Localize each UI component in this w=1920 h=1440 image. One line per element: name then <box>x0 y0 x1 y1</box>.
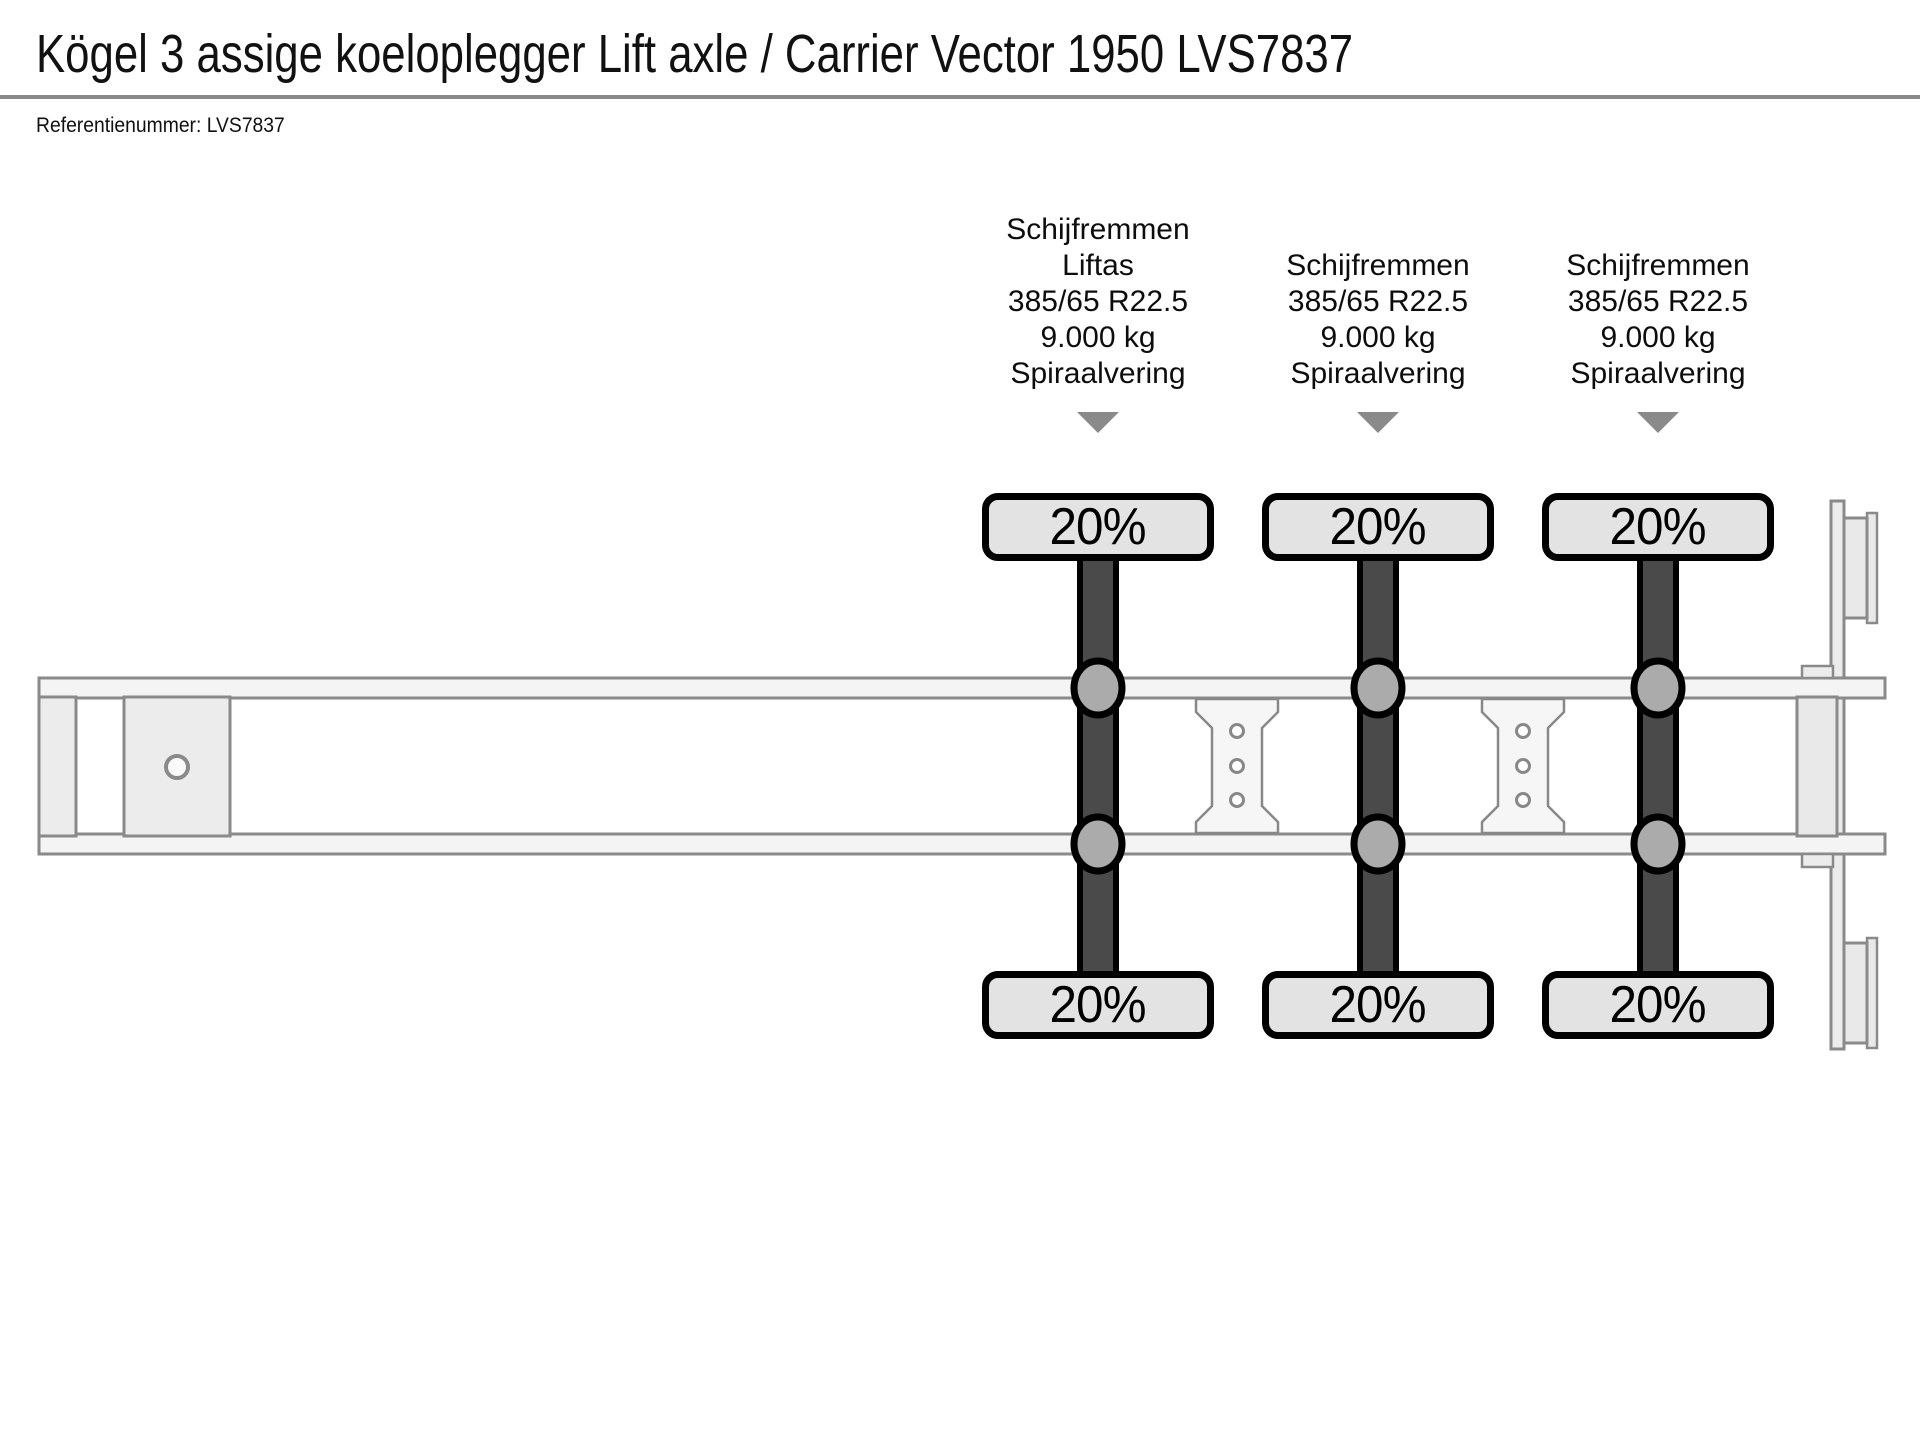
axle-3-spec-label: Schijfremmen 385/65 R22.5 9.000 kg Spira… <box>1498 248 1818 392</box>
axle-3-shaft <box>1637 553 1679 979</box>
gusset-hole <box>1515 792 1531 808</box>
spec-line: Schijfremmen <box>1286 249 1470 282</box>
axle-shafts <box>1077 553 1679 979</box>
load-value: 20% <box>1609 976 1707 1034</box>
front-end-cap <box>37 695 78 838</box>
top-rail <box>37 676 1887 700</box>
wheel-hub <box>1070 657 1126 719</box>
spec-line: Spiraalvering <box>1570 357 1746 390</box>
axle-2-load-badge-bottom: 20% <box>1262 971 1494 1039</box>
spec-line: Schijfremmen <box>1006 213 1190 246</box>
wheel-hub <box>1630 657 1686 719</box>
wheel-hub <box>1630 813 1686 875</box>
axle-1-load-badge-top: 20% <box>982 493 1214 561</box>
spec-line: 385/65 R22.5 <box>1567 285 1749 318</box>
load-value: 20% <box>1049 976 1147 1034</box>
gusset-hole <box>1229 792 1245 808</box>
page-title: Kögel 3 assige koeloplegger Lift axle / … <box>36 24 1354 84</box>
spec-line: Schijfremmen <box>1566 249 1750 282</box>
axle-2-load-badge-top: 20% <box>1262 493 1494 561</box>
load-value: 20% <box>1609 498 1707 556</box>
kingpin-circle <box>164 754 190 780</box>
gusset-hole <box>1515 758 1531 774</box>
rear-bracket-top <box>1800 664 1835 680</box>
cross-member-gusset-1 <box>1194 697 1280 835</box>
wheel-hubs <box>1070 657 1686 875</box>
axle-1-shaft <box>1077 553 1119 979</box>
pointer-triangle-icon <box>1357 412 1399 433</box>
axle-1-load-badge-bottom: 20% <box>982 971 1214 1039</box>
axle-1-spec-label: Schijfremmen Liftas 385/65 R22.5 9.000 k… <box>938 212 1258 392</box>
load-value: 20% <box>1329 976 1427 1034</box>
axle-3-load-badge-bottom: 20% <box>1542 971 1774 1039</box>
rear-bracket-bottom <box>1800 852 1835 869</box>
wheel-hub <box>1070 813 1126 875</box>
spec-line: 9.000 kg <box>1320 321 1436 354</box>
spec-line: 385/65 R22.5 <box>1007 285 1189 318</box>
gusset-hole <box>1229 758 1245 774</box>
bottom-rail <box>37 832 1887 856</box>
axle-2-shaft <box>1357 553 1399 979</box>
axle-3-load-badge-top: 20% <box>1542 493 1774 561</box>
pointer-triangle-icon <box>1077 412 1119 433</box>
spec-line: 9.000 kg <box>1040 321 1156 354</box>
gusset-hole <box>1515 723 1531 739</box>
spec-line: 9.000 kg <box>1600 321 1716 354</box>
spec-line: Liftas <box>1062 249 1134 282</box>
spec-line: Spiraalvering <box>1290 357 1466 390</box>
kingpin-plate <box>122 695 232 838</box>
spec-line: Spiraalvering <box>1010 357 1186 390</box>
spec-line: 385/65 R22.5 <box>1287 285 1469 318</box>
cross-member-gusset-2 <box>1480 697 1566 835</box>
load-value: 20% <box>1329 498 1427 556</box>
title-divider <box>0 95 1920 99</box>
gusset-hole <box>1229 723 1245 739</box>
wheel-hub <box>1350 813 1406 875</box>
rear-hinge-panel-bottom <box>1842 941 1869 1045</box>
rear-cross-member <box>1795 695 1839 838</box>
pointer-triangle-icon <box>1637 412 1679 433</box>
wheel-hub <box>1350 657 1406 719</box>
axle-2-spec-label: Schijfremmen 385/65 R22.5 9.000 kg Spira… <box>1218 248 1538 392</box>
load-value: 20% <box>1049 498 1147 556</box>
reference-number: Referentienummer: LVS7837 <box>36 114 285 137</box>
rear-hinge-panel-top <box>1842 516 1869 620</box>
chassis-rails <box>37 676 1887 856</box>
rear-assembly <box>1795 511 1879 1050</box>
